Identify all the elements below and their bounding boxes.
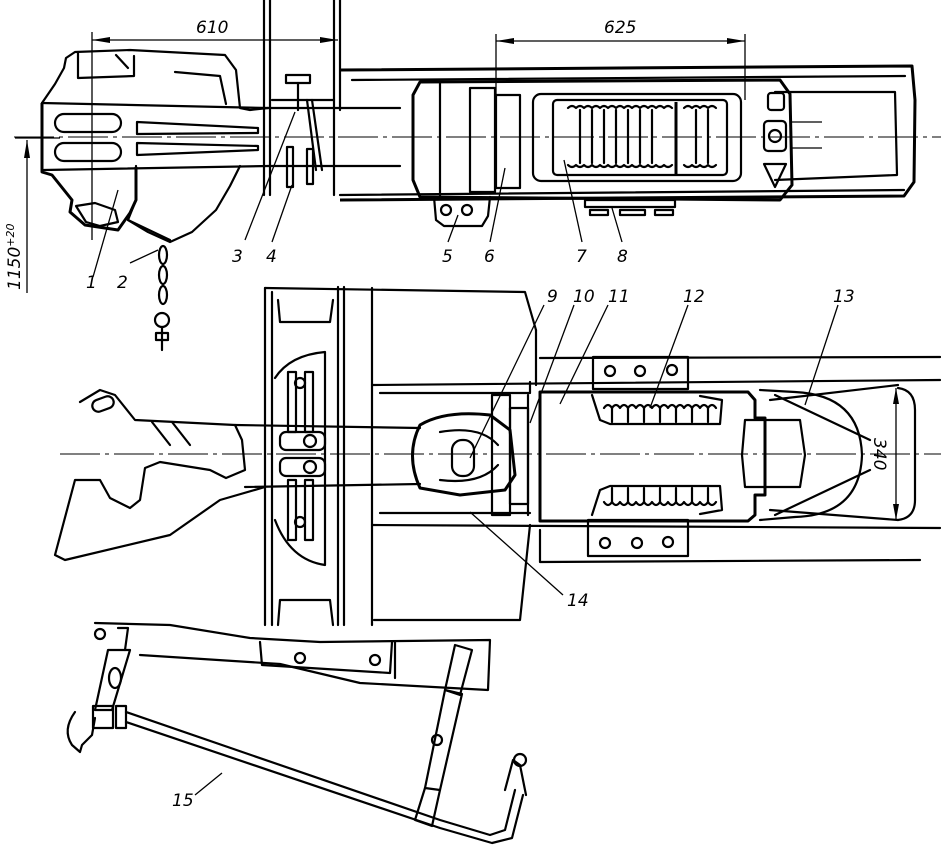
dimension-label-1150: 1150+20 bbox=[4, 224, 25, 290]
leader-1 bbox=[92, 189, 119, 278]
dimension-label-340: 340 bbox=[869, 438, 889, 470]
uncoupling-linkage-view bbox=[66, 621, 528, 845]
callout-14: 14 bbox=[567, 591, 589, 611]
callout-5: 5 bbox=[442, 247, 453, 267]
leader-9 bbox=[469, 304, 545, 459]
leader-6 bbox=[489, 167, 506, 243]
callout-2: 2 bbox=[117, 273, 128, 293]
dimension-label-625: 625 bbox=[604, 18, 636, 38]
spring-pack-upper bbox=[590, 393, 724, 426]
leader-7 bbox=[563, 159, 583, 243]
callout-11: 11 bbox=[608, 287, 630, 307]
dimension-label-610: 610 bbox=[196, 18, 228, 38]
callout-1: 1 bbox=[86, 273, 97, 293]
callout-7: 7 bbox=[576, 247, 587, 267]
dimension-340: 340 bbox=[869, 388, 899, 520]
callout-8: 8 bbox=[617, 247, 628, 267]
callout-15: 15 bbox=[172, 791, 194, 811]
leader-5 bbox=[447, 214, 459, 243]
leader-15 bbox=[194, 772, 223, 796]
leader-10 bbox=[529, 304, 575, 424]
callout-10: 10 bbox=[573, 287, 595, 307]
plan-view: 340 bbox=[53, 285, 941, 627]
callout-9: 9 bbox=[547, 287, 558, 307]
top-view: 610 625 1150+20 bbox=[4, 0, 941, 352]
spring-pack-top-view bbox=[566, 102, 718, 174]
callout-4: 4 bbox=[266, 247, 277, 267]
front-stop-rivets bbox=[278, 370, 327, 542]
callout-6: 6 bbox=[484, 247, 495, 267]
leader-14 bbox=[469, 511, 564, 596]
callout-12: 12 bbox=[683, 287, 705, 307]
callout-13: 13 bbox=[833, 287, 855, 307]
dimension-610: 610 bbox=[91, 18, 338, 240]
rear-rivet-plate bbox=[586, 518, 690, 558]
leader-4 bbox=[271, 184, 293, 243]
front-rivet-plate bbox=[591, 355, 690, 391]
leader-8 bbox=[611, 207, 623, 243]
leader-3 bbox=[244, 111, 296, 241]
safety-chain bbox=[153, 244, 171, 352]
leader-13 bbox=[804, 304, 839, 406]
leader-11 bbox=[559, 304, 609, 405]
callout-3: 3 bbox=[232, 247, 243, 267]
callout-labels: 1 2 3 4 5 6 7 8 9 10 11 12 13 14 15 bbox=[86, 247, 855, 811]
spring-pack-lower bbox=[590, 484, 724, 517]
dimension-1150: 1150+20 bbox=[4, 137, 60, 293]
leader-12 bbox=[649, 304, 689, 409]
leader-2 bbox=[129, 249, 159, 264]
